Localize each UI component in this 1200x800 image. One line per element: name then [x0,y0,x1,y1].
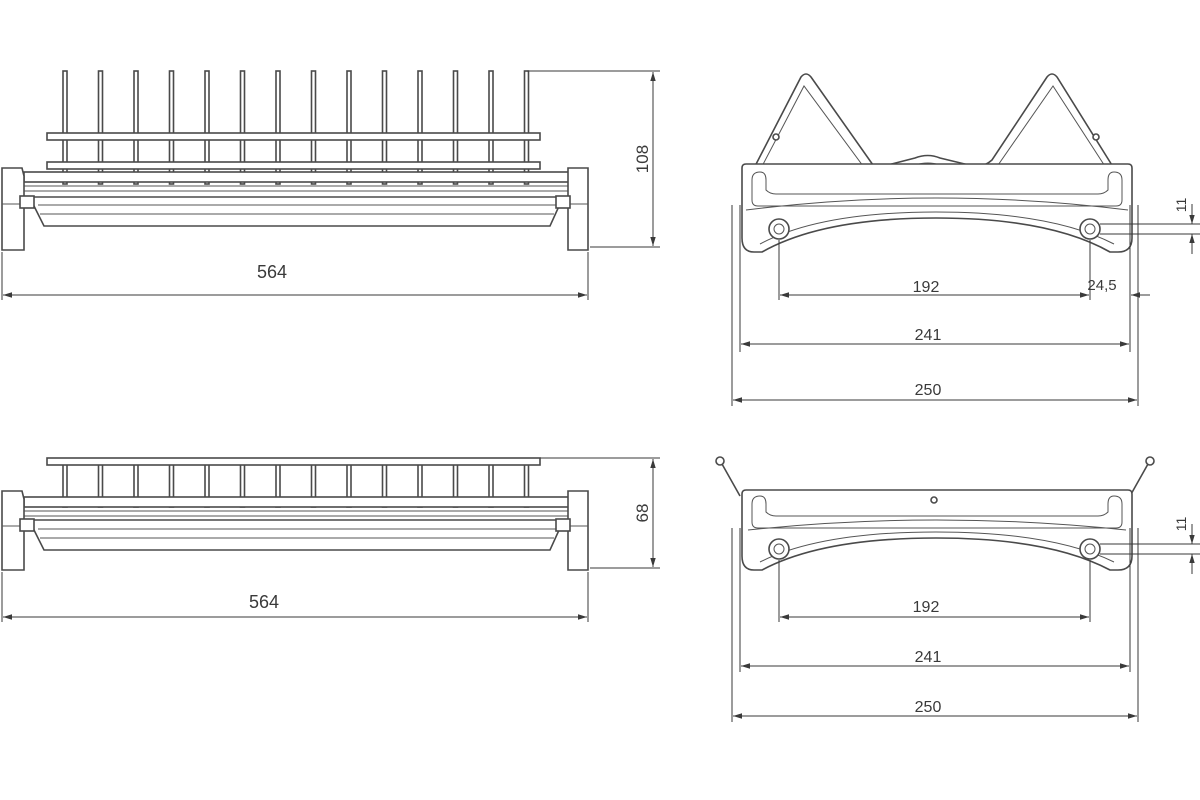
mount-hole-right [1079,218,1101,240]
divider-wires [62,70,530,185]
inner-width-label: 241 [915,327,942,344]
hole-diameter-label: 11 [1173,517,1189,532]
drip-tray [28,196,561,227]
divider-wire [204,70,210,185]
divider-wire [523,70,530,185]
divider-wire [346,70,352,185]
drip-tray [28,519,561,551]
divider-wire [239,70,246,185]
end-cap-left [1,167,25,251]
width-dimension-label: 564 [257,262,287,282]
end-cap-left [1,490,25,571]
divider-wire [62,70,68,185]
divider-wire [133,70,139,185]
cup-rack-front-view: 564 68 [1,457,660,622]
upper-rail [46,457,541,466]
outer-width-label: 250 [915,699,942,716]
plate-rack-front-view: 564 108 [1,70,660,300]
divider-wire [310,70,317,185]
divider-wire [488,70,494,185]
upper-rail [46,132,541,141]
cup-rack-side-view: 11 192 241 250 [715,456,1200,722]
lower-rail [46,161,541,170]
height-dimension-label: 108 [633,145,652,173]
mount-hole-left [768,218,790,240]
divider-wire [168,70,175,185]
hole-spacing-label: 192 [913,599,940,616]
mount-hole-right [1079,538,1101,560]
wire-hook-right [1129,463,1149,497]
outer-width-label: 250 [915,382,942,399]
side-bracket [741,489,1133,571]
side-bracket [741,163,1133,253]
divider-wire [381,70,388,185]
end-cap-right [567,490,589,571]
divider-wire [97,70,104,185]
divider-wire [417,70,423,185]
hole-spacing-label: 192 [913,279,940,296]
wire-plate-holder [751,73,1116,173]
divider-wire [275,70,281,185]
plate-rack-side-view: 11 192 24,5 241 250 [731,73,1200,406]
wire-hook-left [721,463,741,497]
end-cap-right [567,167,589,251]
divider-wire [452,70,459,185]
height-dimension-label: 68 [633,504,652,523]
base-frame [23,171,571,183]
inner-width-label: 241 [915,649,942,666]
offset-dimension-label: 24,5 [1087,277,1116,294]
hole-diameter-label: 11 [1173,198,1189,213]
width-dimension-label: 564 [249,592,279,612]
base-frame [23,496,571,508]
mount-hole-left [768,538,790,560]
